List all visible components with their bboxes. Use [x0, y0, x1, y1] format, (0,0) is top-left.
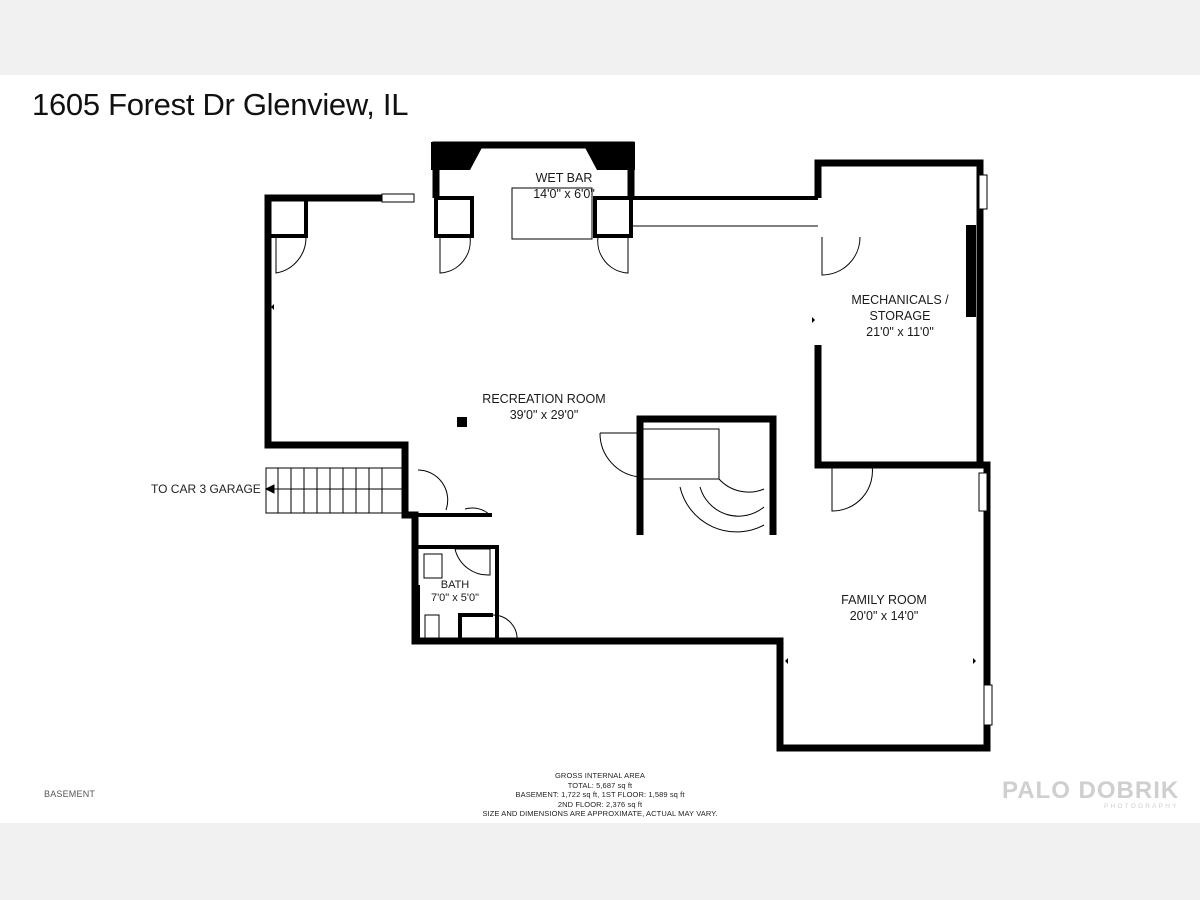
wall-tick — [973, 658, 976, 664]
window-family-2 — [983, 684, 993, 726]
page-title: 1605 Forest Dr Glenview, IL — [32, 87, 409, 122]
room-label-wet-bar: WET BAR 14'0" x 6'0" — [533, 170, 595, 202]
stair-enclosure — [636, 415, 777, 535]
room-dimensions: 21'0" x 11'0" — [866, 325, 934, 339]
bath-fixtures — [423, 553, 443, 640]
area-heading: GROSS INTERNAL AREA — [555, 771, 645, 780]
door-swing-closet-left — [275, 236, 307, 274]
area-disclaimer: SIZE AND DIMENSIONS ARE APPROXIMATE, ACT… — [482, 809, 718, 818]
wet-bar-counter — [511, 187, 593, 240]
area-line: 2ND FLOOR: 2,376 sq ft — [557, 799, 643, 809]
stair-box — [642, 428, 720, 480]
door-swing-wetbar-right — [597, 236, 629, 274]
room-name: RECREATION ROOM — [482, 392, 606, 406]
room-dimensions: 20'0" x 14'0" — [849, 609, 919, 623]
room-label-mechanicals: MECHANICALS / STORAGE 21'0" x 11'0" — [851, 292, 948, 340]
window-mech-1 — [978, 174, 988, 210]
room-label-recreation: RECREATION ROOM 39'0" x 29'0" — [482, 391, 605, 423]
closet-wetbar-left — [434, 196, 474, 238]
wet-bar-pier-right — [582, 142, 635, 170]
window-family-1 — [978, 472, 988, 512]
room-label-family: FAMILY ROOM 20'0" x 14'0" — [841, 592, 927, 624]
garage-stair-box — [265, 467, 405, 514]
bath-wall — [416, 545, 499, 641]
closet-left — [266, 196, 308, 238]
floor-label: BASEMENT — [44, 789, 96, 799]
wet-bar-wall — [432, 141, 635, 198]
area-summary: GROSS INTERNAL AREA TOTAL: 5,687 sq ft B… — [482, 771, 717, 819]
room-name: MECHANICALS / — [851, 293, 949, 307]
logo-subtitle: PHOTOGRAPHY — [1104, 803, 1179, 810]
column — [457, 417, 467, 427]
floor-plan-drawing — [264, 141, 993, 752]
door-swing-rec-left — [417, 469, 449, 511]
room-dimensions: 39'0" x 29'0" — [509, 408, 579, 422]
door-swing-mechanicals — [821, 236, 861, 276]
area-line: BASEMENT: 1,722 sq ft, 1ST FLOOR: 1,589 … — [515, 790, 685, 799]
door-swing-family — [831, 464, 873, 512]
room-name: STORAGE — [869, 309, 931, 323]
photographer-logo: PALO DOBRIK PHOTOGRAPHY — [1002, 777, 1192, 811]
wall-tick — [812, 317, 815, 323]
door-swing-wetbar-left — [439, 236, 471, 274]
fireplace-strip — [966, 225, 976, 317]
door-swing-stair — [599, 432, 641, 478]
wall-tick — [271, 304, 274, 310]
wall-tick — [785, 658, 788, 664]
outer-wall — [264, 194, 991, 752]
room-name: WET BAR — [535, 171, 593, 185]
closet-wetbar-right — [593, 196, 633, 238]
room-name: FAMILY ROOM — [841, 593, 927, 607]
stair-curve — [679, 429, 765, 533]
floor-plan-sheet: 1605 Forest Dr Glenview, IL WET BAR 14'0… — [0, 75, 1200, 823]
garage-direction-label: TO CAR 3 GARAGE — [151, 482, 261, 496]
wet-bar-pier-left — [431, 142, 485, 170]
family-room-wall — [980, 461, 991, 475]
window-top-left — [381, 193, 415, 203]
room-dimensions: 14'0" x 6'0" — [533, 187, 595, 201]
door-swing-bath — [454, 548, 491, 576]
room-name: BATH — [440, 579, 470, 591]
room-label-bath: BATH 7'0" x 5'0" — [431, 579, 479, 605]
logo-brand: PALO DOBRIK — [1002, 777, 1180, 804]
garage-arrow-head — [264, 484, 275, 494]
room-dimensions: 7'0" x 5'0" — [430, 592, 480, 604]
garage-stair-treads — [277, 468, 383, 513]
mechanicals-wall — [814, 159, 984, 469]
area-total: TOTAL: 5,687 sq ft — [567, 780, 633, 790]
